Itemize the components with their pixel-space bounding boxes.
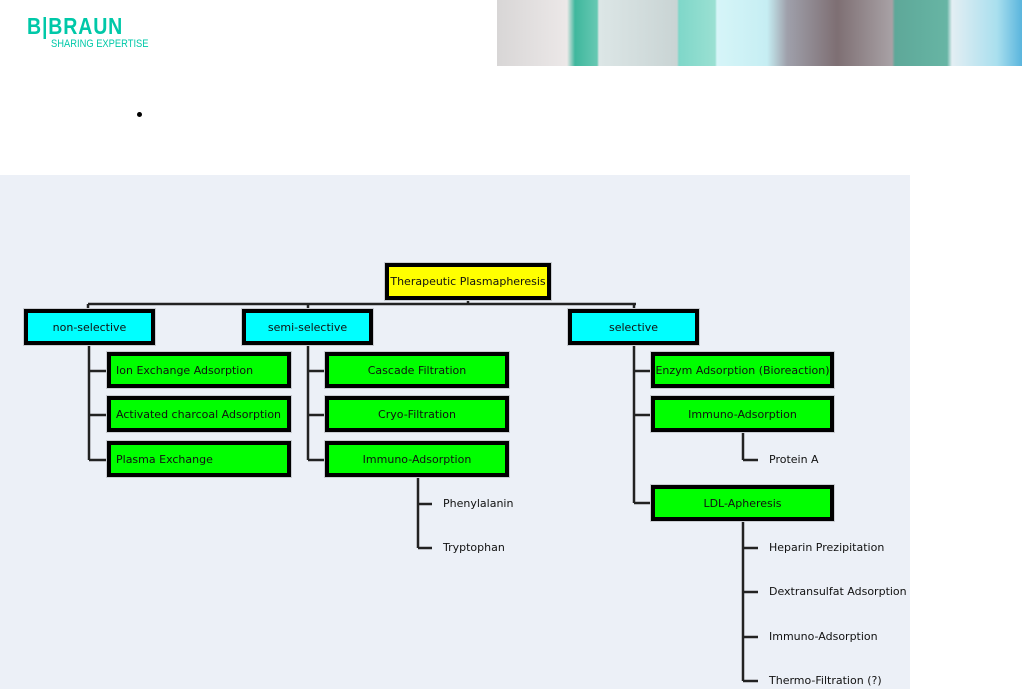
method-node: Cryo-Filtration [324, 395, 510, 433]
root-node: Therapeutic Plasmapheresis [384, 262, 552, 301]
leaf-label: Immuno-Adsorption [769, 630, 878, 643]
logo-brand: B|BRAUN [27, 13, 124, 39]
method-node: Enzym Adsorption (Bioreaction) [650, 351, 835, 389]
bbraun-logo: B|BRAUN SHARING EXPERTISE [27, 14, 166, 50]
leaf-label: Protein A [769, 453, 819, 466]
category-non-selective: non-selective [23, 308, 156, 346]
logo-tagline: SHARING EXPERTISE [51, 38, 149, 50]
method-node: Plasma Exchange [106, 440, 292, 478]
leaf-label: Thermo-Filtration (?) [769, 674, 882, 687]
diagram-panel [0, 175, 910, 689]
leaf-label: Dextransulfat Adsorption [769, 585, 907, 598]
method-node: LDL-Apheresis [650, 484, 835, 522]
method-node: Cascade Filtration [324, 351, 510, 389]
leaf-label: Phenylalanin [443, 497, 514, 510]
header-banner-image [497, 0, 1022, 66]
method-node: Activated charcoal Adsorption [106, 395, 292, 433]
category-semi-selective: semi-selective [241, 308, 374, 346]
category-selective: selective [567, 308, 700, 346]
method-node: Immuno-Adsorption [324, 440, 510, 478]
leaf-label: Heparin Prezipitation [769, 541, 885, 554]
leaf-label: Tryptophan [443, 541, 505, 554]
method-node: Immuno-Adsorption [650, 395, 835, 433]
empty-bullet-point [137, 112, 142, 117]
method-node: Ion Exchange Adsorption [106, 351, 292, 389]
